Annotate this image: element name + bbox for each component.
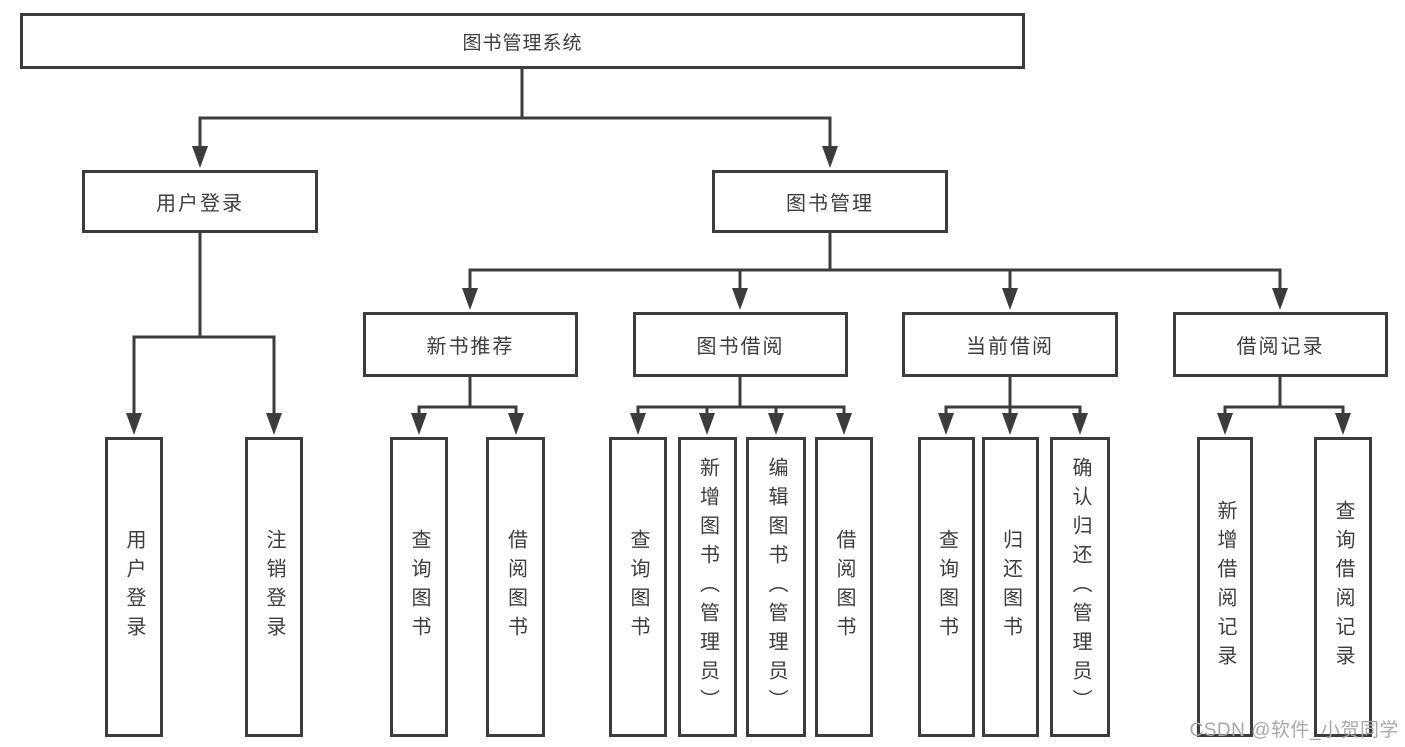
node-user-login: 用户登录 xyxy=(82,170,318,233)
leaf-logout: 注销登录 xyxy=(245,437,303,737)
leaf-query-borrow-record-label: 查询借阅记录 xyxy=(1332,500,1354,674)
node-root-label: 图书管理系统 xyxy=(462,32,583,54)
node-book-management: 图书管理 xyxy=(712,170,948,233)
leaf-edit-books-admin: 编辑图书（管理员） xyxy=(746,437,806,737)
leaf-edit-books-admin-label: 编辑图书（管理员） xyxy=(765,456,787,718)
leaf-query-borrow-record: 查询借阅记录 xyxy=(1314,437,1372,737)
leaf-borrow-books: 借阅图书 xyxy=(815,437,873,737)
node-book-management-label: 图书管理 xyxy=(786,193,874,215)
leaf-return-books: 归还图书 xyxy=(982,437,1039,737)
leaf-logout-label: 注销登录 xyxy=(263,529,285,645)
leaf-borrow-books-label: 借阅图书 xyxy=(833,529,855,645)
leaf-borrow-books-recommend-label: 借阅图书 xyxy=(504,529,527,645)
leaf-query-books-borrow: 查询图书 xyxy=(609,437,667,737)
leaf-user-login: 用户登录 xyxy=(105,437,163,737)
arrowheads xyxy=(126,146,1351,435)
leaf-add-borrow-record-label: 新增借阅记录 xyxy=(1214,500,1236,674)
leaf-return-books-label: 归还图书 xyxy=(999,529,1022,645)
node-root: 图书管理系统 xyxy=(20,13,1025,69)
node-new-book-recommend-label: 新书推荐 xyxy=(426,336,515,358)
leaf-query-books-recommend-label: 查询图书 xyxy=(408,529,430,645)
node-borrowing-records: 借阅记录 xyxy=(1173,312,1388,377)
node-borrowing-records-label: 借阅记录 xyxy=(1236,336,1325,358)
csdn-watermark: CSDN @软件_小贺同学 xyxy=(1189,720,1399,741)
leaf-add-borrow-record: 新增借阅记录 xyxy=(1197,437,1253,737)
node-current-borrowing-label: 当前借阅 xyxy=(966,336,1054,358)
node-current-borrowing: 当前借阅 xyxy=(902,312,1118,377)
leaf-add-books-admin-label: 新增图书（管理员） xyxy=(696,456,719,718)
leaf-add-books-admin: 新增图书（管理员） xyxy=(678,437,737,737)
leaf-query-books-current-label: 查询图书 xyxy=(935,529,958,645)
leaf-query-books-borrow-label: 查询图书 xyxy=(627,529,649,645)
node-user-login-label: 用户登录 xyxy=(156,193,244,215)
node-book-borrowing: 图书借阅 xyxy=(633,312,848,377)
leaf-query-books-recommend: 查询图书 xyxy=(390,437,448,737)
leaf-confirm-return-admin: 确认归还（管理员） xyxy=(1050,437,1110,737)
node-new-book-recommend: 新书推荐 xyxy=(363,312,578,377)
leaf-user-login-label: 用户登录 xyxy=(123,529,145,645)
node-book-borrowing-label: 图书借阅 xyxy=(696,336,785,358)
leaf-query-books-current: 查询图书 xyxy=(918,437,975,737)
leaf-confirm-return-admin-label: 确认归还（管理员） xyxy=(1069,456,1091,718)
leaf-borrow-books-recommend: 借阅图书 xyxy=(486,437,545,737)
